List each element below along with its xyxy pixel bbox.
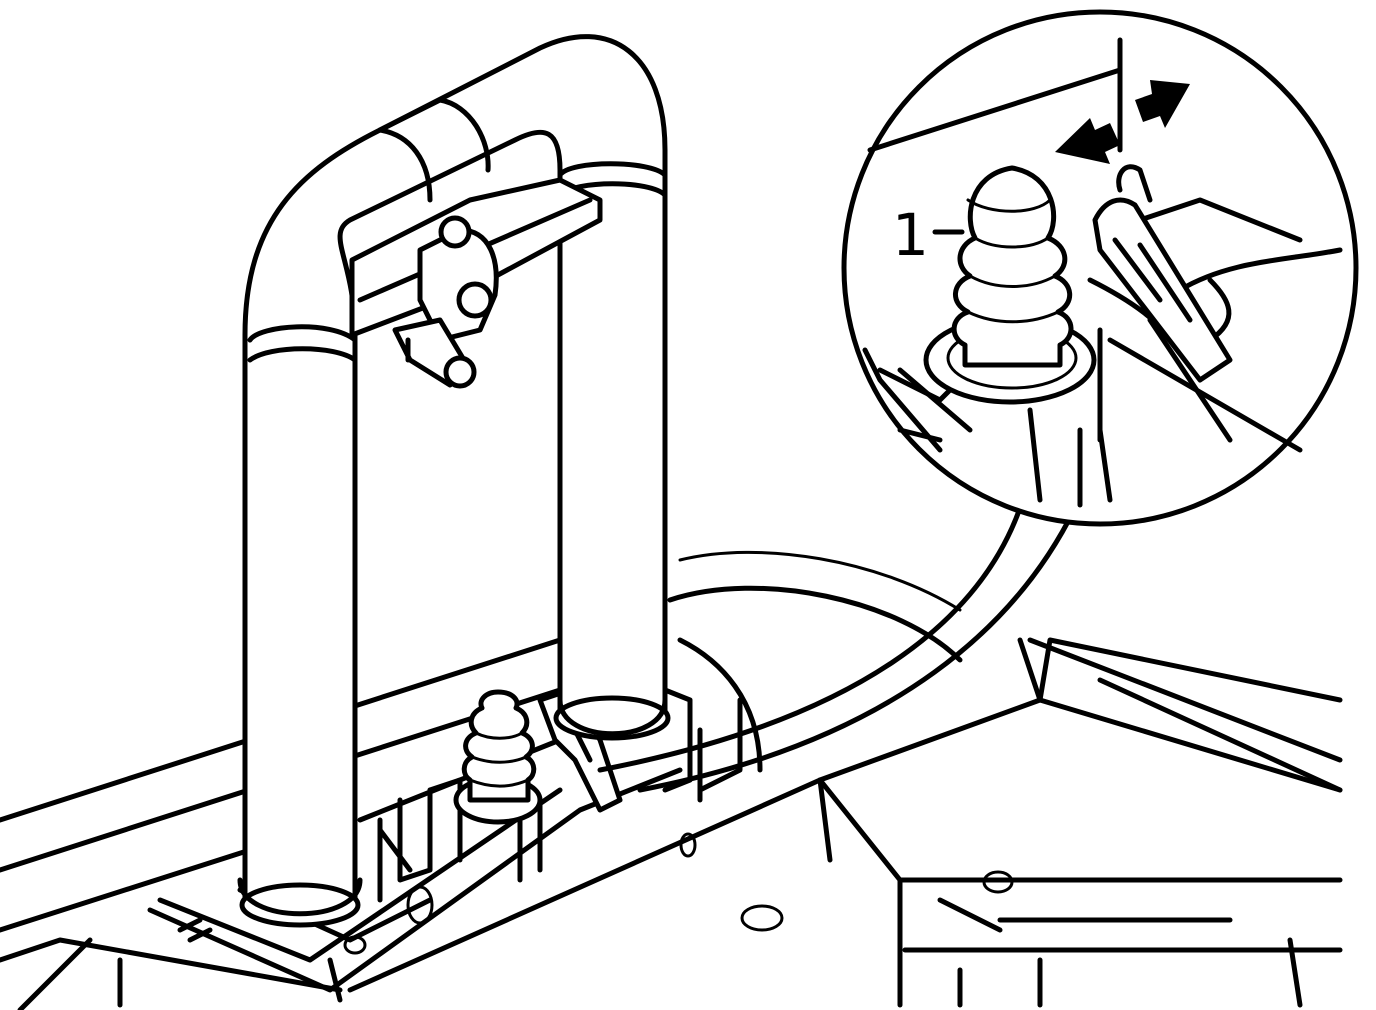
arrow-right-icon [1135,80,1190,128]
direction-arrows [1055,80,1190,164]
crossbar-bracket [349,177,603,389]
callout-1-label: 1 [892,201,929,269]
u-tube-handle [237,34,693,928]
detail-view [841,9,1359,527]
arrow-left-icon [1055,118,1120,164]
floor-pan [0,550,1343,1010]
callout-1: 1 [892,201,965,269]
storage-tray [147,737,683,1003]
bump-stop-main [453,689,543,825]
detail-leader [597,505,1078,793]
